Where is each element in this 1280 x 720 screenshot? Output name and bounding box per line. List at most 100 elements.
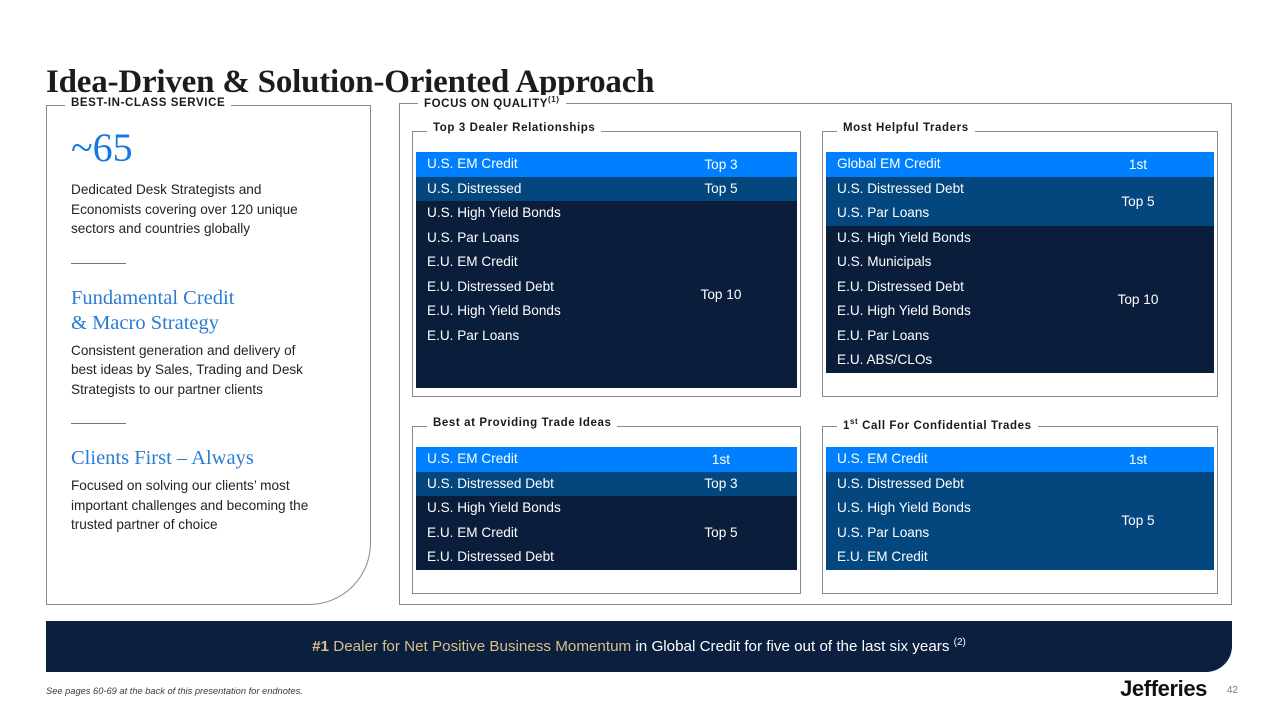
rank-group-rows: U.S. Distressed Debt xyxy=(416,472,645,497)
table-row: U.S. EM Credit xyxy=(416,447,645,472)
row-label: E.U. Distressed Debt xyxy=(427,549,554,564)
card-title: 1st Call For Confidential Trades xyxy=(837,417,1038,432)
table-row: U.S. Par Loans xyxy=(416,226,645,251)
banner-white-text: in Global Credit for five out of the las… xyxy=(631,638,954,656)
table-row: E.U. Par Loans xyxy=(826,324,1062,349)
block-heading-line1: Fundamental Credit xyxy=(71,286,235,309)
table-row: E.U. ABS/CLOs xyxy=(826,348,1062,373)
table-row: U.S. High Yield Bonds xyxy=(826,496,1062,521)
stat-description: Dedicated Desk Strategists and Economist… xyxy=(71,182,298,236)
left-panel-legend: BEST-IN-CLASS SERVICE xyxy=(65,97,232,109)
divider xyxy=(71,423,126,424)
right-panel-legend-text: FOCUS ON QUALITY xyxy=(424,97,548,110)
card-title: Most Helpful Traders xyxy=(837,122,975,134)
table-row: U.S. Distressed xyxy=(416,177,645,202)
table-row: E.U. Distressed Debt xyxy=(826,275,1062,300)
card-title: Best at Providing Trade Ideas xyxy=(427,417,618,429)
table-row: U.S. High Yield Bonds xyxy=(826,226,1062,251)
block-body-fundamental-credit: Consistent generation and delivery of be… xyxy=(71,342,303,397)
row-label: E.U. Distressed Debt xyxy=(427,278,554,294)
table-row: U.S. High Yield Bonds xyxy=(416,496,645,521)
table-row: E.U. EM Credit xyxy=(416,250,645,275)
rank-group-rows: U.S. EM Credit xyxy=(826,447,1062,472)
table-row: E.U. Distressed Debt xyxy=(416,545,645,570)
row-label: E.U. Distressed Debt xyxy=(837,278,964,294)
rank-group: U.S. EM Credit 1st xyxy=(826,447,1214,472)
rank-badge: 1st xyxy=(1128,156,1148,172)
row-label: E.U. High Yield Bonds xyxy=(837,303,971,318)
momentum-banner: #1 Dealer for Net Positive Business Mome… xyxy=(46,621,1232,672)
table-row: E.U. EM Credit xyxy=(416,521,645,546)
row-label: E.U. High Yield Bonds xyxy=(427,303,561,318)
row-label: E.U. EM Credit xyxy=(837,549,928,564)
page-title: Idea-Driven & Solution-Oriented Approach xyxy=(46,64,655,101)
row-label: E.U. EM Credit xyxy=(427,254,518,269)
row-label: E.U. EM Credit xyxy=(427,524,518,540)
table-row: U.S. Par Loans xyxy=(826,521,1062,546)
row-label: E.U. Par Loans xyxy=(427,327,520,343)
table-row: U.S. EM Credit xyxy=(416,152,645,177)
card-title-superscript: st xyxy=(850,417,859,426)
table-row: Global EM Credit xyxy=(826,152,1062,177)
card-title-text: Call For Confidential Trades xyxy=(858,419,1032,432)
block-heading-fundamental-credit: Fundamental Credit & Macro Strategy xyxy=(71,286,352,336)
table-row: U.S. EM Credit xyxy=(826,447,1062,472)
rank-group-rows: U.S. EM Credit xyxy=(416,152,645,177)
banner-rank: #1 xyxy=(312,638,330,656)
row-spacer xyxy=(416,348,645,388)
row-label: U.S. Par Loans xyxy=(427,229,520,245)
row-label: U.S. EM Credit xyxy=(837,451,928,466)
row-label: E.U. ABS/CLOs xyxy=(837,352,933,367)
table-row: U.S. Municipals xyxy=(826,250,1062,275)
rank-badge: Top 5 xyxy=(704,181,738,197)
rank-badge: Top 10 xyxy=(1117,291,1159,307)
rank-badge: Top 5 xyxy=(704,525,738,541)
row-label: U.S. Distressed Debt xyxy=(837,180,964,196)
page-number: 42 xyxy=(1226,685,1238,696)
row-label: U.S. High Yield Bonds xyxy=(427,205,561,220)
best-in-class-service-panel: BEST-IN-CLASS SERVICE ~65 Dedicated Desk… xyxy=(46,97,371,605)
right-panel-legend-footnote: (1) xyxy=(547,95,560,104)
table-row: U.S. Distressed Debt xyxy=(826,472,1062,497)
right-panel-legend: FOCUS ON QUALITY(1) xyxy=(418,95,566,110)
banner-text: #1 Dealer for Net Positive Business Mome… xyxy=(312,637,966,655)
row-label: U.S. Distressed Debt xyxy=(837,475,964,491)
focus-on-quality-panel: FOCUS ON QUALITY(1) Top 3 Dealer Relatio… xyxy=(399,95,1232,605)
rank-badge: Top 5 xyxy=(1121,513,1155,528)
row-label: U.S. High Yield Bonds xyxy=(837,229,971,245)
table-row: U.S. Distressed Debt xyxy=(826,177,1062,202)
row-label: U.S. EM Credit xyxy=(427,451,518,466)
row-label: U.S. High Yield Bonds xyxy=(837,500,971,515)
card-top-3-dealer-relationships: Top 3 Dealer Relationships U.S. EM Credi… xyxy=(412,122,801,397)
rank-badge: 1st xyxy=(1128,451,1148,467)
rank-group: Global EM Credit 1st xyxy=(826,152,1214,177)
rank-group-rows: U.S. EM Credit xyxy=(416,447,645,472)
rank-group-rows: Global EM Credit xyxy=(826,152,1062,177)
row-label: U.S. Par Loans xyxy=(837,524,930,540)
row-label: U.S. Distressed xyxy=(427,180,522,196)
banner-footnote: (2) xyxy=(953,637,966,649)
jefferies-logo: Jefferies xyxy=(1120,676,1207,701)
row-label: Global EM Credit xyxy=(837,156,941,171)
row-label: U.S. Distressed Debt xyxy=(427,475,554,491)
table-row: E.U. EM Credit xyxy=(826,545,1062,570)
row-label: U.S. Par Loans xyxy=(837,205,930,220)
block-heading-line2: & Macro Strategy xyxy=(71,311,220,334)
row-label: U.S. Municipals xyxy=(837,254,932,269)
banner-gold-text: Dealer for Net Positive Business Momentu… xyxy=(329,638,632,656)
